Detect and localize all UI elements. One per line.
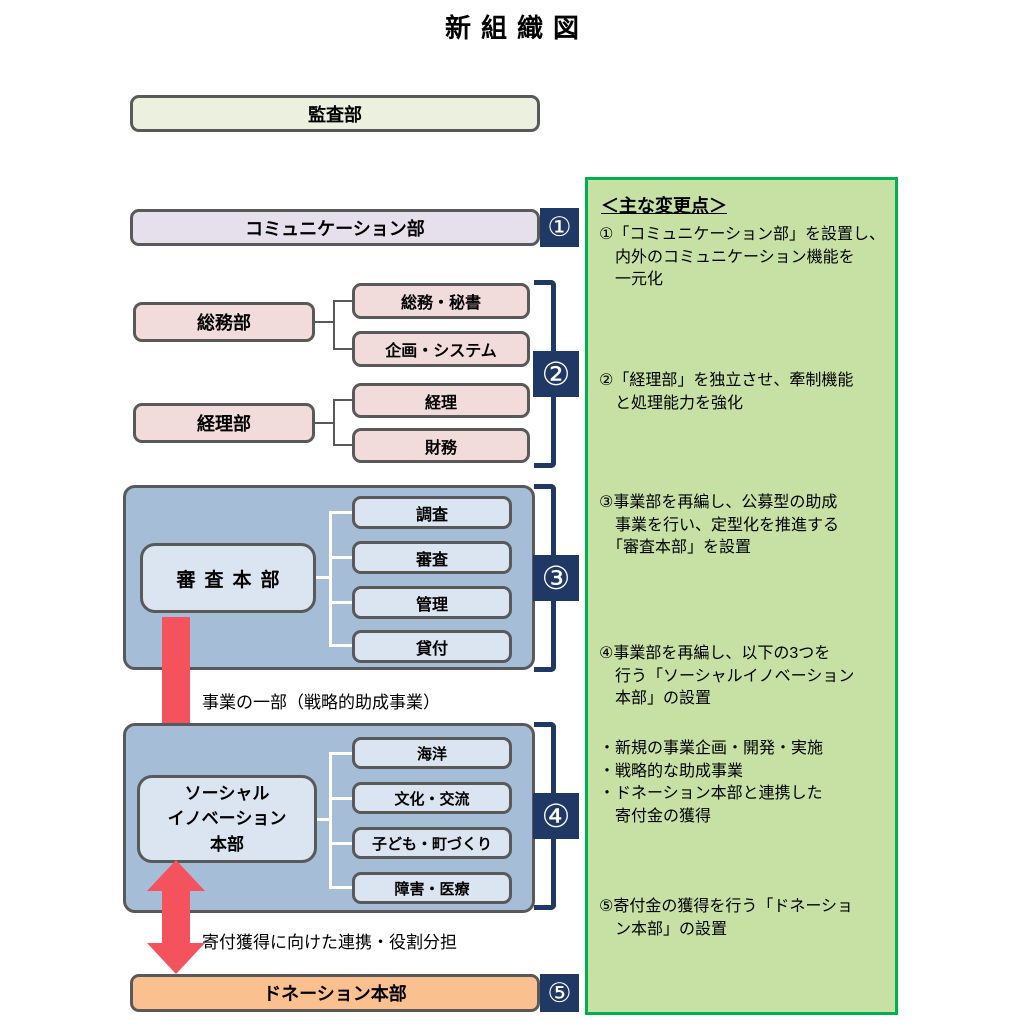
connector-line [329, 556, 352, 559]
connector-line [315, 321, 334, 323]
change-item-1: ①「コミュニケーション部」を設置し、 内外のコミュニケーション機能を 一元化 [599, 226, 886, 289]
org-sub-soumu-hisho: 総務・秘書 [352, 283, 530, 319]
change-item-3: ③事業部を再編し、公募型の助成 事業を行い、定型化を推進する 「審査本部」を設置 [599, 494, 840, 557]
org-sub-kikaku-system: 企画・システム [352, 331, 530, 367]
connector-line [329, 797, 352, 800]
connector-line [329, 752, 352, 755]
org-sub-bunka-kouryu: 文化・交流 [352, 782, 512, 814]
connector-line [316, 576, 330, 579]
org-box-general-affairs: 総務部 [133, 302, 315, 342]
connector-line [329, 753, 332, 888]
org-sub-shinsa: 審査 [352, 541, 512, 574]
connector-line [317, 818, 330, 821]
org-box-shinsa-honbu: 審査本部 [140, 543, 316, 613]
changes-heading: ＜主な変更点＞ [601, 196, 727, 216]
connector-line [333, 300, 335, 350]
org-sub-keiri: 経理 [352, 383, 530, 418]
org-box-communication: コミュニケーション部 [130, 209, 540, 246]
org-box-social-honbu: ソーシャル イノベーション 本部 [137, 775, 317, 863]
org-sub-zaimu: 財務 [352, 428, 530, 463]
connector-line [333, 399, 352, 401]
connector-line [333, 444, 352, 446]
change-item-5: ⑤寄付金の獲得を行う「ドネーショ ン本部」の設置 [599, 898, 854, 938]
org-box-audit: 監査部 [130, 95, 540, 132]
connector-line [329, 886, 352, 889]
connector-line [333, 348, 352, 350]
org-box-accounting: 経理部 [133, 403, 315, 443]
connector-line [329, 842, 352, 845]
connector-line [333, 399, 335, 446]
org-sub-shougai-iryou: 障害・医療 [352, 872, 512, 904]
change-bullets: ・新規の事業企画・開発・実施 ・戦略的な助成事業 ・ドネーション本部と連携した … [599, 740, 824, 826]
org-sub-kaiyou: 海洋 [352, 737, 512, 769]
change-item-4: ④事業部を再編し、以下の3つを 行う「ソーシャルイノベーション 本部」の設置 [599, 645, 855, 708]
connector-line [333, 300, 352, 302]
badge-3: ③ [533, 555, 579, 601]
org-sub-kanri: 管理 [352, 586, 512, 619]
badge-2: ② [533, 351, 579, 397]
org-sub-kashitsuke: 貸付 [352, 630, 512, 663]
org-box-donation: ドネーション本部 [130, 974, 540, 1012]
badge-1: ① [540, 208, 579, 247]
org-sub-kodomo-machi: 子ども・町づくり [352, 827, 512, 859]
arrow-label-bottom: 寄付獲得に向けた連携・役割分担 [202, 933, 457, 952]
arrow-label-top: 事業の一部（戦略的助成事業） [202, 693, 440, 712]
page-title: 新組織図 [444, 13, 589, 43]
red-double-arrow-icon [147, 860, 205, 974]
connector-line [329, 601, 352, 604]
change-item-2: ②「経理部」を独立させ、牽制機能 と処理能力を強化 [599, 372, 854, 412]
badge-5: ⑤ [540, 974, 579, 1012]
connector-line [329, 644, 352, 647]
connector-line [329, 512, 332, 647]
badge-4: ④ [533, 793, 579, 839]
org-sub-chousa: 調査 [352, 496, 512, 529]
changes-panel: ＜主な変更点＞ ①「コミュニケーション部」を設置し、 内外のコミュニケーション機… [585, 177, 898, 1015]
connector-line [315, 422, 334, 424]
connector-line [329, 511, 352, 514]
